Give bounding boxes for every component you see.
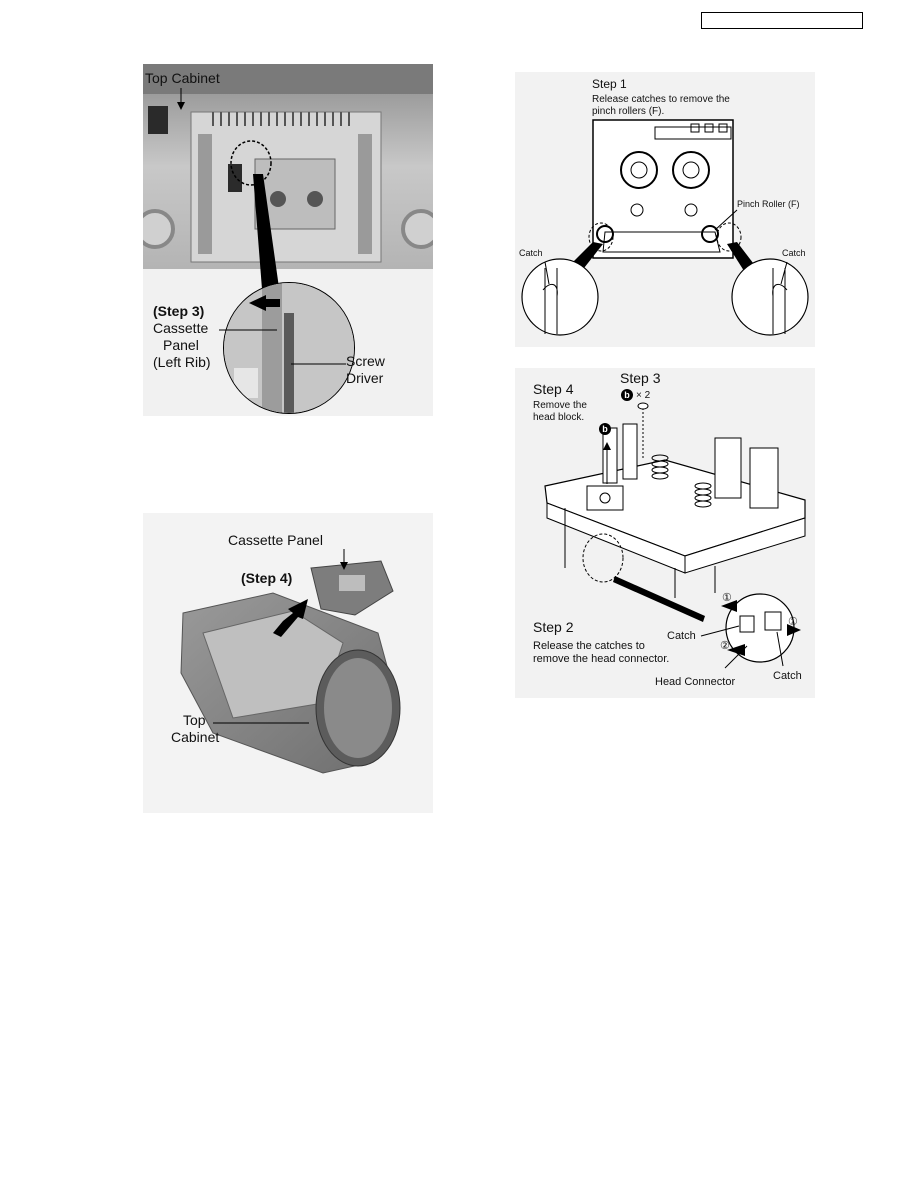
catch-left-label: Catch: [667, 630, 696, 642]
step4-desc-line2: head block.: [533, 412, 585, 423]
screw-b-icon: b: [621, 389, 633, 401]
cassette-panel-arrow: [340, 549, 348, 570]
screw-driver-line1: Screw: [346, 353, 385, 369]
step4-title: Step 4: [533, 381, 574, 397]
figure-cassette-panel-step4: Cassette Panel (Step 4) Top Cabinet: [143, 513, 433, 813]
step4-label: (Step 4): [241, 570, 293, 586]
catch-left-label: Catch: [519, 248, 543, 258]
step3-label: (Step 3): [153, 303, 205, 319]
catch-right-label: Catch: [773, 670, 802, 682]
screw-b-symbol: b: [624, 390, 630, 400]
marker-1a: ①: [722, 592, 732, 604]
head-connector-label: Head Connector: [655, 676, 736, 688]
cassette-panel-leader: [219, 329, 277, 331]
marker-1b: ①: [788, 616, 798, 628]
step2-title: Step 2: [533, 619, 574, 635]
cassette-panel-line1: Cassette: [153, 320, 209, 336]
top-cabinet-photo: [143, 64, 433, 269]
step1-desc-line2: pinch rollers (F).: [592, 106, 665, 117]
step1-title: Step 1: [592, 77, 627, 91]
figure-top-cabinet-step3: Top Cabinet (Step 3) Cassette Panel (Lef…: [143, 64, 433, 416]
head-block-drawing: [544, 402, 806, 669]
step3-title: Step 3: [620, 370, 661, 386]
catch-right-label: Catch: [782, 248, 806, 258]
mechanism-drawing: [521, 119, 809, 336]
zoom-detail-circle: [223, 282, 355, 414]
screw-count-label: × 2: [636, 390, 651, 401]
marker-2: ②: [720, 640, 730, 652]
cassette-panel-line2: Panel: [163, 337, 199, 353]
screw-marker-icon: b: [599, 423, 611, 435]
cassette-panel-line3: (Left Rib): [153, 354, 211, 370]
cassette-panel-label: Cassette Panel: [228, 532, 323, 548]
figure-steps2-4-head-block: Step 4 Remove the head block. Step 3 b ×…: [515, 368, 815, 698]
top-cabinet-line1: Top: [183, 712, 206, 728]
pinch-roller-label: Pinch Roller (F): [737, 199, 800, 209]
figure-step1-pinch-rollers: Step 1 Release catches to remove the pin…: [515, 72, 815, 347]
top-cabinet-leader: [213, 722, 309, 724]
step2-desc-line1: Release the catches to: [533, 640, 645, 652]
top-cabinet-arrow: [177, 88, 185, 110]
unit-drawing: [180, 560, 401, 774]
step4-desc-line1: Remove the: [533, 400, 587, 411]
model-number-box: [701, 12, 863, 29]
screw-driver-leader: [291, 363, 346, 365]
step1-desc-line1: Release catches to remove the: [592, 94, 730, 105]
screw-marker-text: b: [602, 424, 608, 434]
step2-desc-line2: remove the head connector.: [533, 653, 670, 665]
zoom-wedge: [253, 174, 281, 302]
screw-driver-line2: Driver: [346, 370, 384, 386]
top-cabinet-line2: Cabinet: [171, 729, 220, 745]
top-cabinet-label: Top Cabinet: [145, 70, 220, 86]
